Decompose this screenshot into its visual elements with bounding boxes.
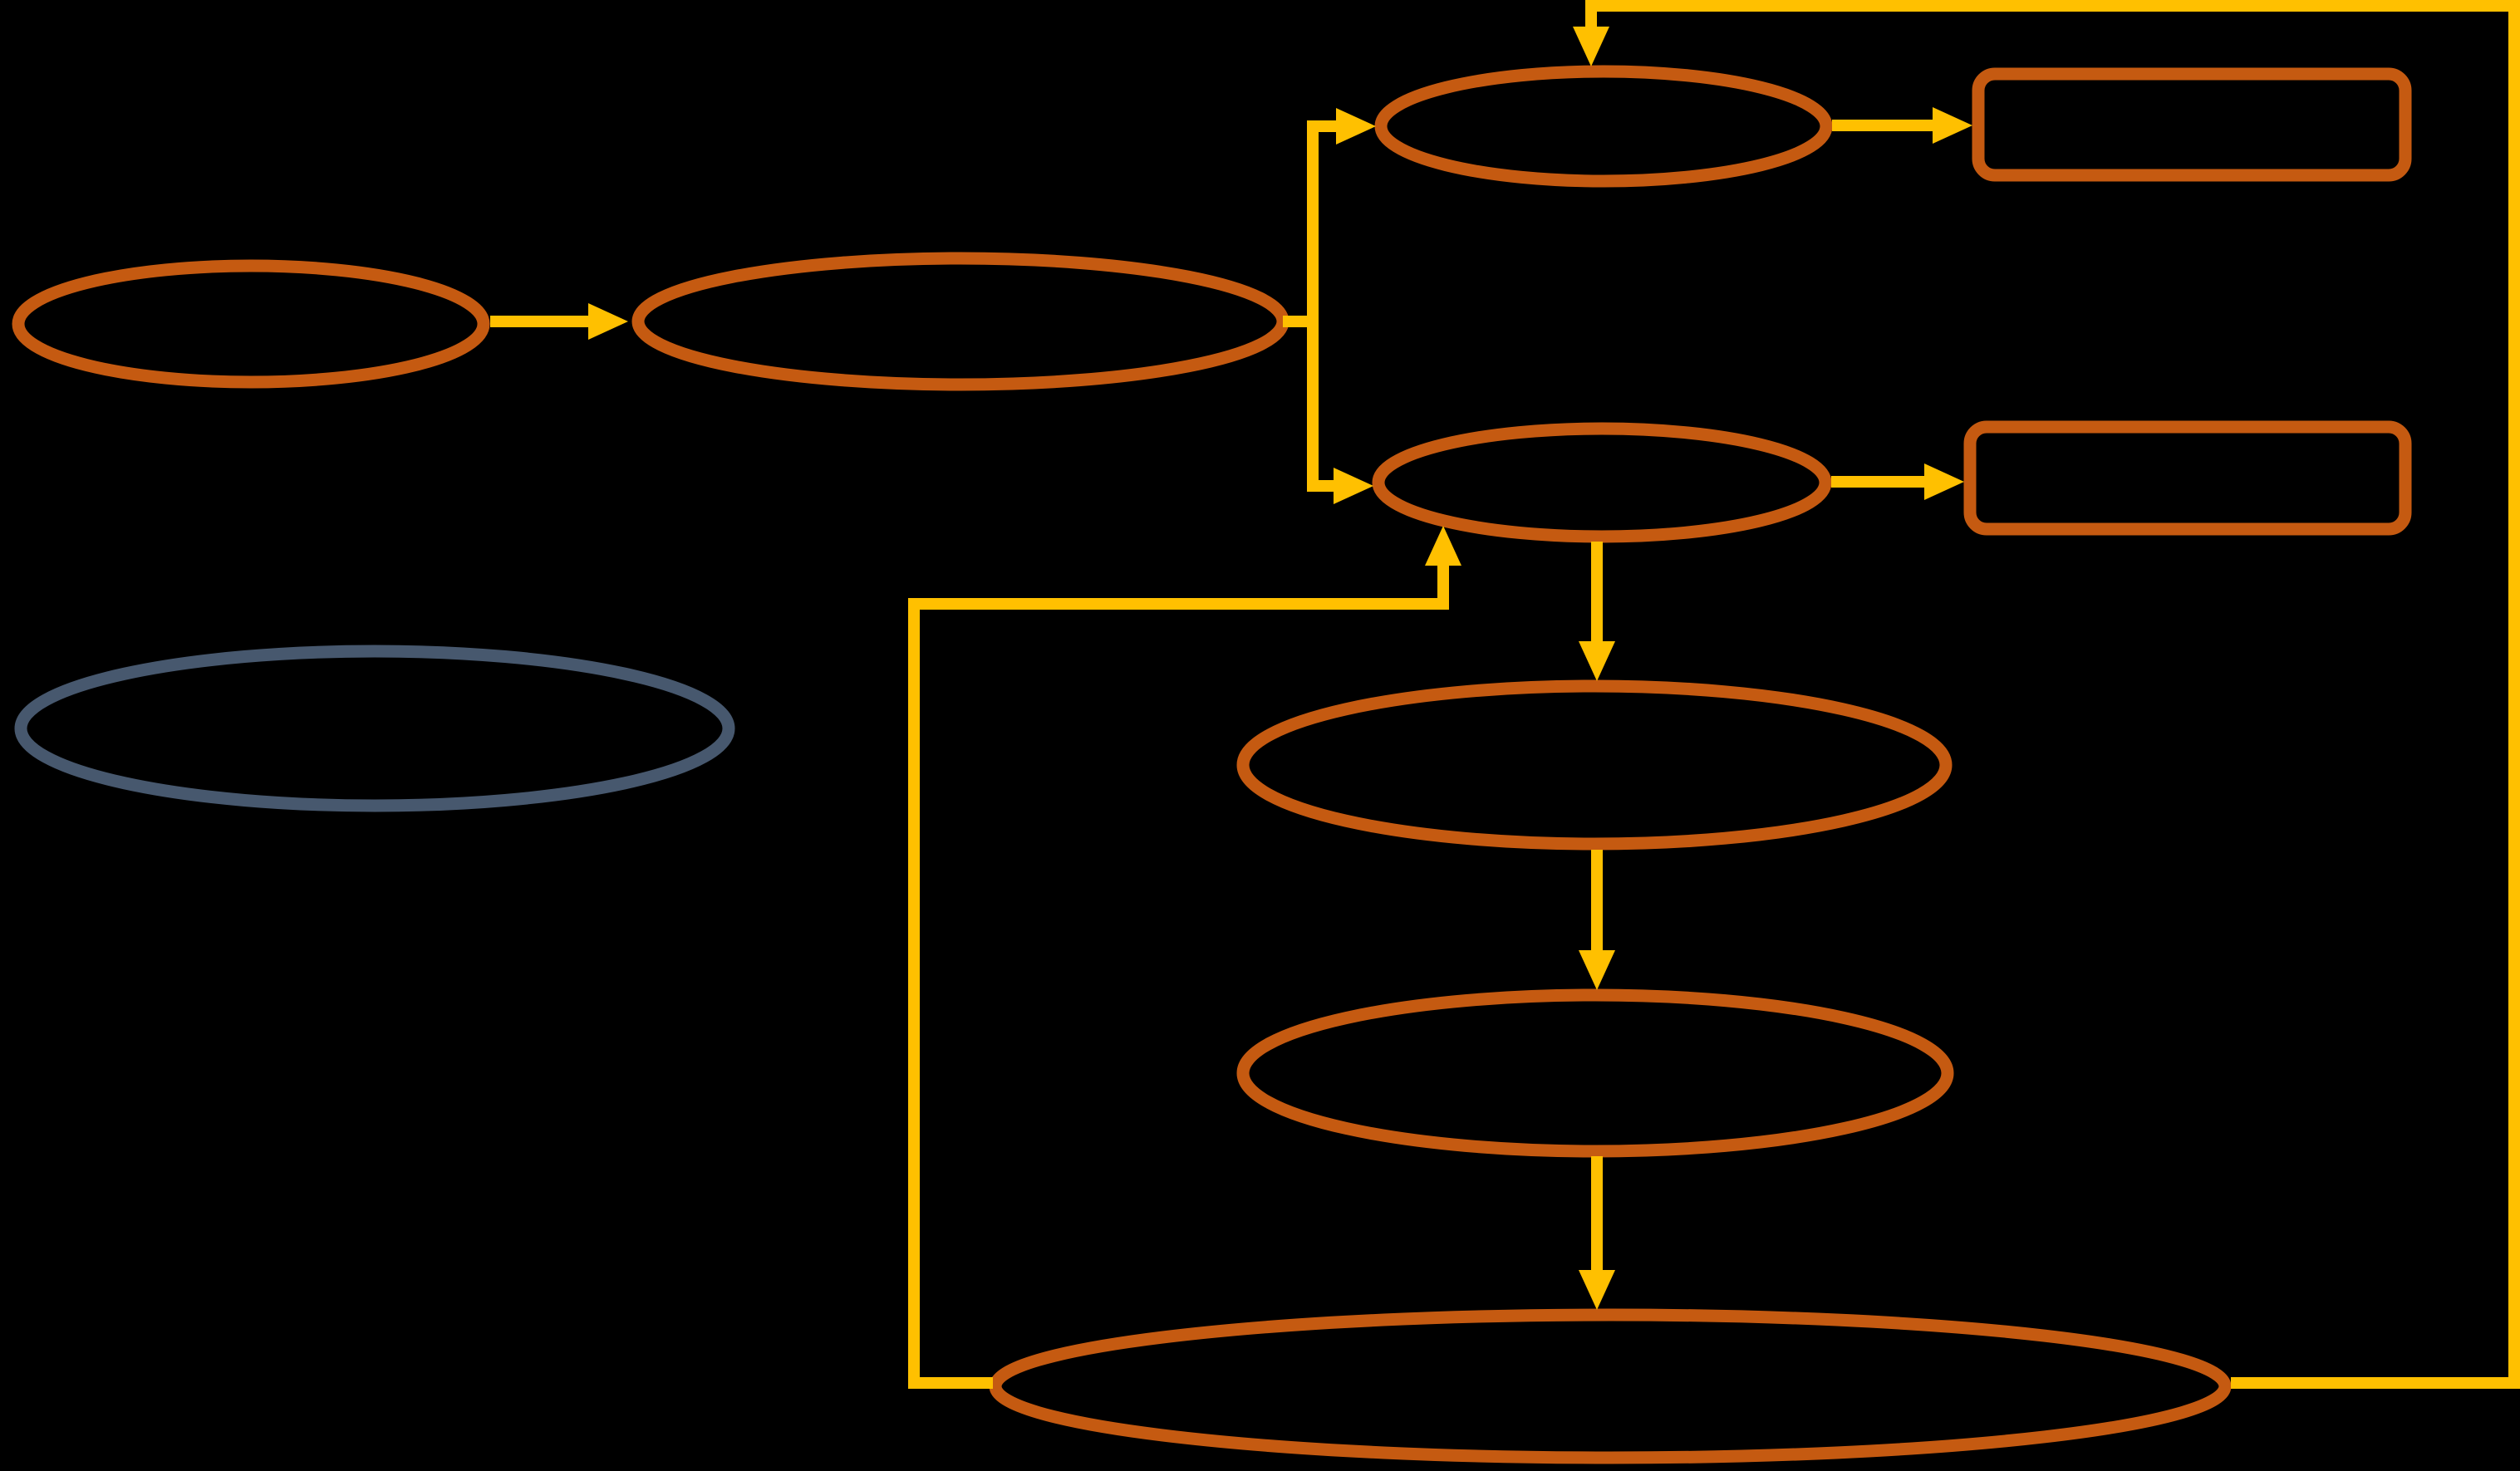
connectors-layer (490, 0, 2520, 1389)
arrow-middle-to-chain1-arrowhead (1579, 641, 1615, 681)
arrow-chain1-to-chain2-arrowhead (1579, 950, 1615, 990)
loop-bottom-left-to-middle-arrowhead (1425, 526, 1461, 566)
loop-bottom-right-to-top (1585, 0, 2520, 1389)
rect-output-middle (1963, 420, 2412, 536)
ellipse-bottom-wide (989, 1308, 2232, 1464)
ellipse-isolated-slate (14, 645, 735, 812)
arrow-small-to-large-arrowhead (588, 303, 628, 340)
loop-bottom-right-to-top-arrowhead (1573, 27, 1609, 66)
ellipse-top-left-small (12, 259, 490, 389)
branch-arrow-to-middle-arrowhead (1334, 468, 1373, 504)
arrow-middle-to-rect-arrowhead (1924, 463, 1964, 500)
branch-arrow-to-top-arrowhead (1336, 108, 1376, 145)
loop-bottom-left-to-middle (908, 566, 1449, 1389)
ellipse-chain-1 (1236, 679, 1953, 851)
ellipse-chain-2 (1236, 988, 1954, 1158)
ellipse-branch-middle (1372, 422, 1832, 543)
ellipse-branch-top (1374, 65, 1833, 188)
ellipse-top-left-large (631, 252, 1289, 391)
arrow-top-to-rect-arrowhead (1933, 107, 1972, 144)
arrow-chain2-to-bottom-arrowhead (1579, 1270, 1615, 1310)
rect-output-top (1972, 67, 2412, 182)
nodes-layer (12, 65, 2412, 1464)
